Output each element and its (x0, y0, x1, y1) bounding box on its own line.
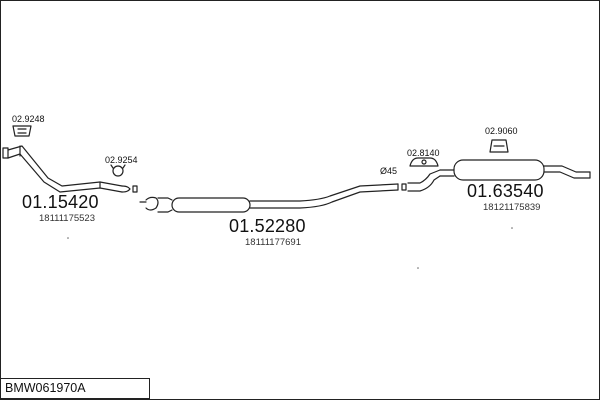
ref-dot (67, 237, 69, 239)
diagram-code-box: BMW061970A (0, 378, 150, 399)
mounting-rubber-icon (489, 139, 509, 153)
middle-silencer (157, 183, 399, 213)
pipe-diameter-label: Ø45 (380, 166, 398, 176)
front-pipe (2, 145, 138, 193)
pipe-connector (401, 169, 441, 192)
part-reference: 18111175523 (39, 213, 96, 224)
clamp-icon (110, 164, 126, 177)
ref-dot (511, 227, 513, 229)
hanger-bracket-icon (409, 157, 439, 167)
diagram-code: BMW061970A (5, 381, 86, 395)
part-number: 01.63540 (467, 181, 544, 201)
part-reference: 18121175839 (483, 202, 541, 213)
part-reference: 18111177691 (245, 237, 302, 248)
flange-gasket-icon (12, 125, 32, 137)
clamp-connector (139, 196, 159, 211)
ref-dot (417, 267, 419, 269)
rear-silencer (439, 159, 591, 181)
part-number: 01.15420 (22, 192, 99, 212)
accessory-code: 02.9248 (12, 114, 45, 124)
accessory-code: 02.9060 (485, 126, 518, 136)
part-number: 01.52280 (229, 216, 306, 236)
accessory-code: 02.9254 (105, 155, 138, 165)
accessory-code: 02.8140 (407, 148, 440, 158)
